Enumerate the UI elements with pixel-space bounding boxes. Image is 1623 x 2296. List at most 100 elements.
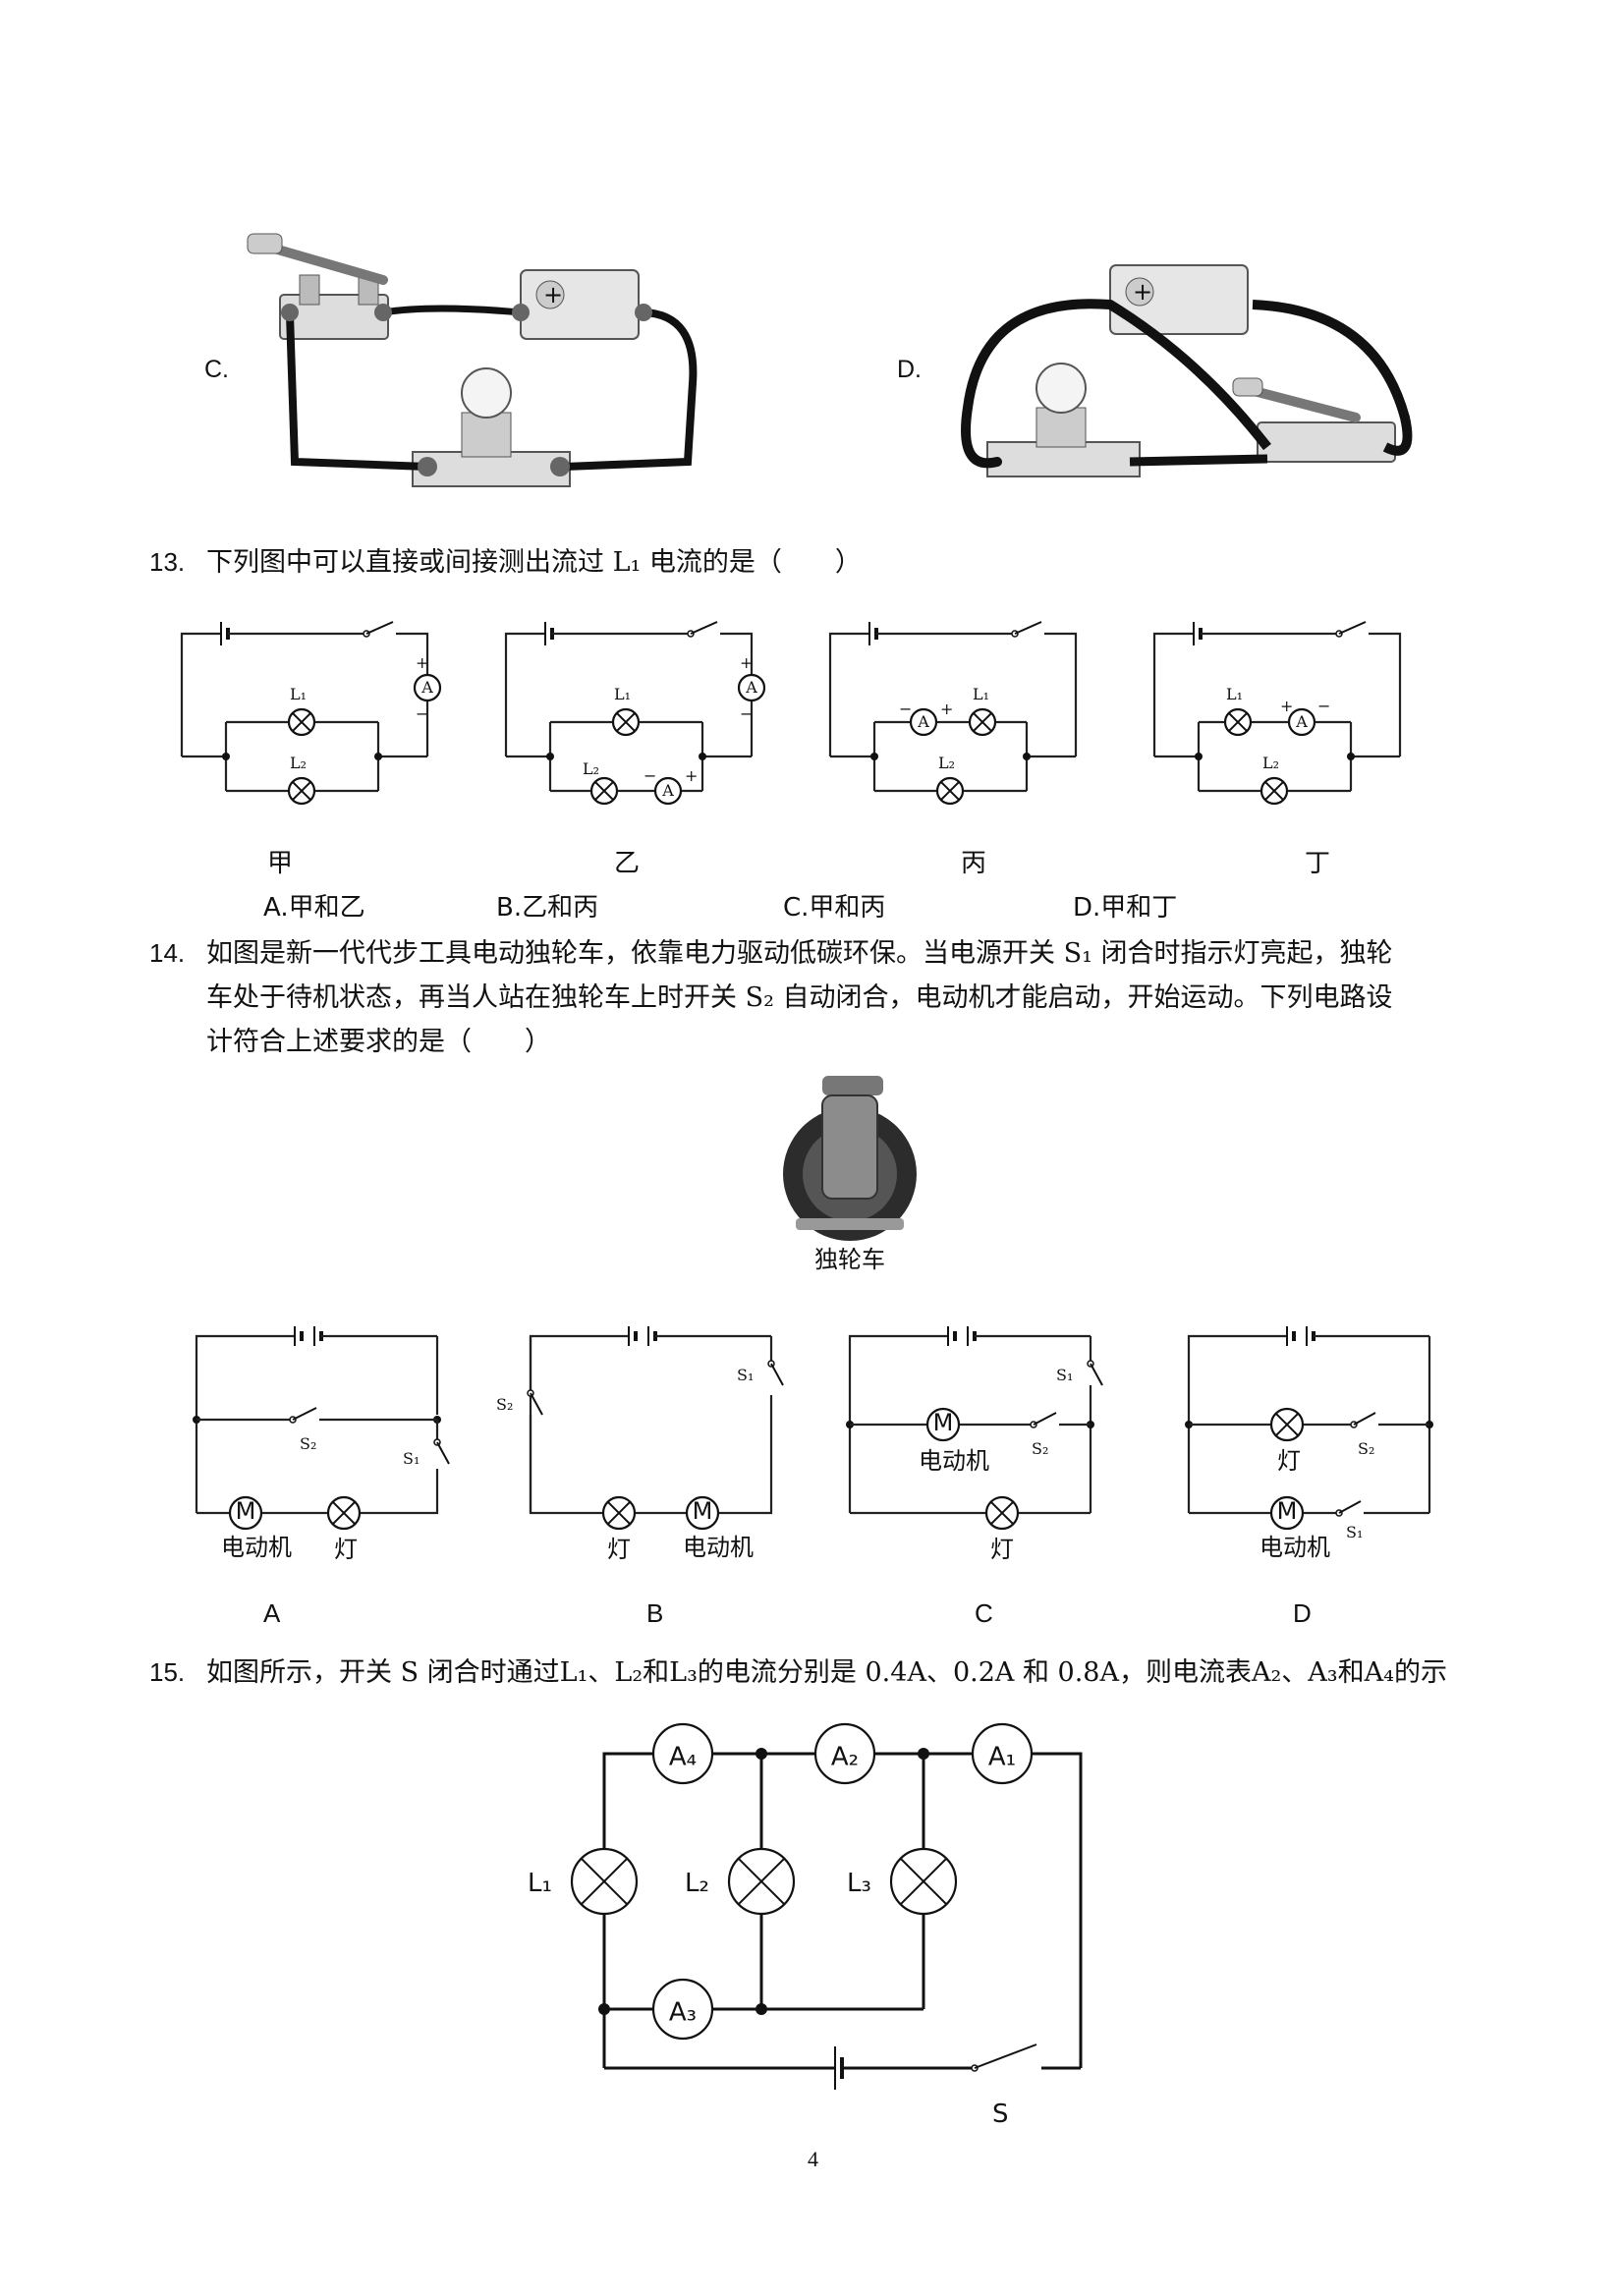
label-s2: S₂ xyxy=(1358,1439,1374,1458)
lamp-symbol xyxy=(326,1495,362,1531)
junction-dot xyxy=(374,753,382,760)
wire xyxy=(1187,1334,1287,1513)
lamp-cross xyxy=(607,1501,631,1525)
lamp-cross xyxy=(990,1501,1014,1525)
label: − xyxy=(416,704,428,723)
q14-number: 14. xyxy=(149,938,186,968)
label: + xyxy=(740,653,753,672)
q13-caption-ding: 丁 xyxy=(1305,849,1331,878)
meter-label: M xyxy=(693,1497,713,1525)
lamp-cross xyxy=(900,1858,947,1905)
lamp-label: L₂ xyxy=(685,1869,709,1898)
label: L₁ xyxy=(1226,685,1243,703)
lamp-cross xyxy=(1264,781,1284,801)
meter-circle xyxy=(1287,707,1316,737)
lamp-symbol xyxy=(611,707,641,737)
meter-circle xyxy=(925,1407,961,1442)
q14-text-line1: 如图是新一代代步工具电动独轮车，依靠电力驱动低碳环保。当电源开关 S₁ 闭合时指… xyxy=(206,938,1393,969)
wire xyxy=(180,632,221,756)
meter-circle xyxy=(813,1722,876,1785)
meter-circle xyxy=(1269,1495,1305,1531)
lamp-symbol xyxy=(968,707,997,737)
q13-caption-bing: 丙 xyxy=(961,849,987,878)
lamp-symbol xyxy=(570,1847,639,1916)
lamp-symbol xyxy=(601,1495,637,1531)
q14-circuit-A: S₂S₁M电动机灯 xyxy=(193,1326,450,1563)
q13-option-d[interactable]: D.甲和丁 xyxy=(1073,893,1178,923)
label-motor: 电动机 xyxy=(221,1534,292,1561)
lamp-cross xyxy=(738,1858,785,1905)
label: − xyxy=(899,700,912,718)
q13-option-b[interactable]: B.乙和丙 xyxy=(496,893,599,923)
label: L₂ xyxy=(583,759,599,778)
q13-circuit-4: L₁ A+ − L₂ xyxy=(1152,621,1402,806)
lamp-cross xyxy=(292,712,311,732)
wire xyxy=(1369,632,1402,756)
meter-label: A₄ xyxy=(669,1742,697,1771)
q14-circuit-diagrams: S₂S₁M电动机灯S₂S₁M灯电动机S₁MS₂电动机灯S₂灯MS₁电动机 xyxy=(193,1326,1433,1563)
meter-circle xyxy=(653,776,683,806)
meter-circle xyxy=(651,1978,714,2041)
label-s2: S₂ xyxy=(300,1434,316,1453)
meter-label: A₁ xyxy=(988,1742,1016,1771)
label: L₂ xyxy=(1262,754,1279,772)
lamp-symbol xyxy=(287,707,316,737)
lamp-cross xyxy=(332,1501,356,1525)
label-s1: S₁ xyxy=(1056,1366,1073,1384)
junction-dot xyxy=(870,753,878,760)
q13-captions: 甲 乙 丙 丁 xyxy=(0,843,1623,882)
option-d-label: D. xyxy=(897,356,922,383)
switch-blade xyxy=(1014,621,1042,635)
label-lamp: 灯 xyxy=(334,1536,358,1563)
q14-option-b[interactable]: B xyxy=(646,1598,664,1628)
q13-options: A.甲和乙 B.乙和丙 C.甲和丙 D.甲和丁 xyxy=(0,887,1623,926)
switch-blade xyxy=(974,2044,1037,2069)
lamp-symbol xyxy=(1223,707,1253,737)
lamp-symbol xyxy=(984,1495,1020,1531)
option-c-label: C. xyxy=(204,356,229,383)
label: L₂ xyxy=(290,754,307,772)
lamp-cross xyxy=(1275,1413,1299,1436)
wire xyxy=(1152,632,1194,756)
lamp-cross xyxy=(616,712,636,732)
lamp-label: L₁ xyxy=(528,1869,552,1898)
label: + xyxy=(940,700,953,718)
q14-option-d[interactable]: D xyxy=(1293,1598,1312,1628)
wire xyxy=(529,1334,629,1513)
lamp-symbol xyxy=(889,1847,958,1916)
label-motor: 电动机 xyxy=(919,1447,989,1475)
q13-option-c[interactable]: C.甲和丙 xyxy=(783,893,886,923)
label-lamp: 灯 xyxy=(607,1536,631,1563)
unicycle-caption: 独轮车 xyxy=(814,1246,885,1273)
q14-option-c[interactable]: C xyxy=(975,1598,993,1628)
label: + xyxy=(1280,697,1293,715)
switch-blade xyxy=(1090,1363,1103,1386)
q13-caption-jia: 甲 xyxy=(267,849,294,878)
meter-circle xyxy=(651,1722,714,1785)
page-number: 4 xyxy=(808,2147,818,2171)
label-motor: 电动机 xyxy=(683,1534,754,1561)
q13-text: 下列图中可以直接或间接测出流过 L₁ 电流的是（ ） xyxy=(206,547,862,578)
q13-caption-yi: 乙 xyxy=(614,849,641,878)
q14-option-a[interactable]: A xyxy=(263,1598,281,1628)
switch-blade xyxy=(1033,1412,1057,1426)
q14-circuit-B: S₂S₁M灯电动机 xyxy=(496,1326,784,1563)
switch-blade xyxy=(1353,1412,1376,1426)
meter-label: A xyxy=(1295,712,1308,731)
q15-number: 15. xyxy=(149,1657,186,1687)
wire xyxy=(195,1334,295,1513)
meter-label: A₃ xyxy=(669,1997,697,2027)
label: − xyxy=(1317,697,1330,715)
switch-blade xyxy=(365,621,394,635)
junction-dot xyxy=(1195,753,1203,760)
label: − xyxy=(740,704,753,723)
lamp-label: L₃ xyxy=(847,1869,871,1898)
meter-circle xyxy=(909,707,938,737)
q14-text-line3: 计符合上述要求的是（ ） xyxy=(206,1027,551,1057)
q13-option-a[interactable]: A.甲和乙 xyxy=(263,893,365,923)
label: L₁ xyxy=(973,685,989,703)
